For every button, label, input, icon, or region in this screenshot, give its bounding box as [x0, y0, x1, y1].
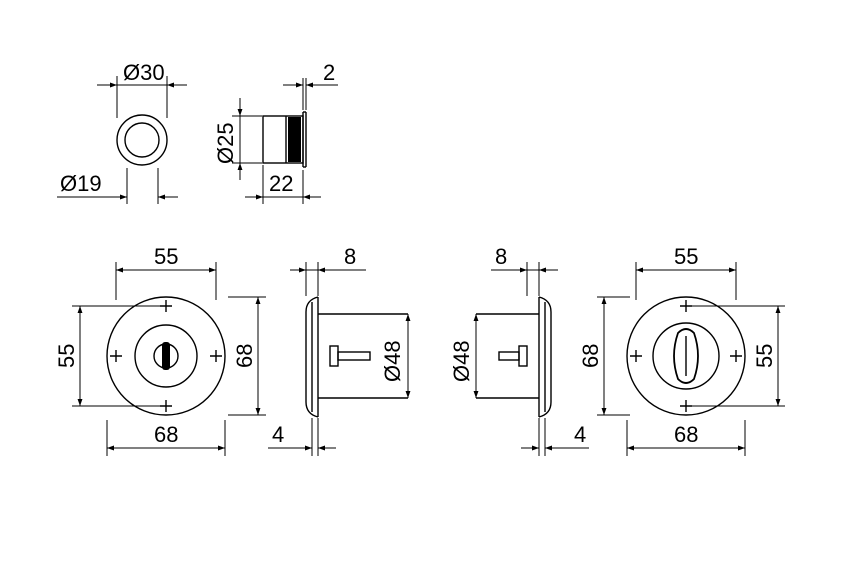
left-front-screw-spacing-v: 55	[54, 344, 79, 368]
small-rosette-outer-diameter: Ø30	[123, 60, 165, 85]
right-side-rosette-thickness: 8	[495, 244, 507, 269]
right-front-outer-width: 68	[674, 422, 698, 447]
small-rosette-side-diameter: Ø25	[213, 122, 238, 164]
left-front-screw-spacing-h: 55	[154, 244, 178, 269]
right-rosette-front-view: 55 68 55 68	[578, 244, 785, 456]
right-side-plate-thickness: 4	[574, 422, 586, 447]
left-side-rosette-thickness: 8	[344, 244, 356, 269]
right-front-screw-spacing-h: 55	[674, 244, 698, 269]
small-rosette-inner-diameter: Ø19	[60, 171, 102, 196]
left-front-outer-height: 68	[232, 344, 257, 368]
left-rosette-front-view: 55 55 68 68	[54, 244, 266, 456]
small-rosette-length: 22	[269, 171, 293, 196]
left-side-boss-diameter: Ø48	[380, 340, 405, 382]
small-rosette-front-view: Ø30 Ø19	[57, 60, 187, 204]
left-rosette-side-view: 8 Ø48 4	[268, 244, 411, 456]
right-front-screw-spacing-v: 55	[752, 344, 777, 368]
right-side-boss-diameter: Ø48	[449, 340, 474, 382]
right-rosette-side-view: 8 Ø48 4	[449, 244, 589, 456]
small-rosette-rim: 2	[323, 60, 335, 85]
left-side-plate-thickness: 4	[272, 422, 284, 447]
right-front-outer-height: 68	[578, 344, 603, 368]
left-front-outer-width: 68	[154, 422, 178, 447]
small-rosette-side-view: Ø25 22 2	[213, 60, 338, 204]
